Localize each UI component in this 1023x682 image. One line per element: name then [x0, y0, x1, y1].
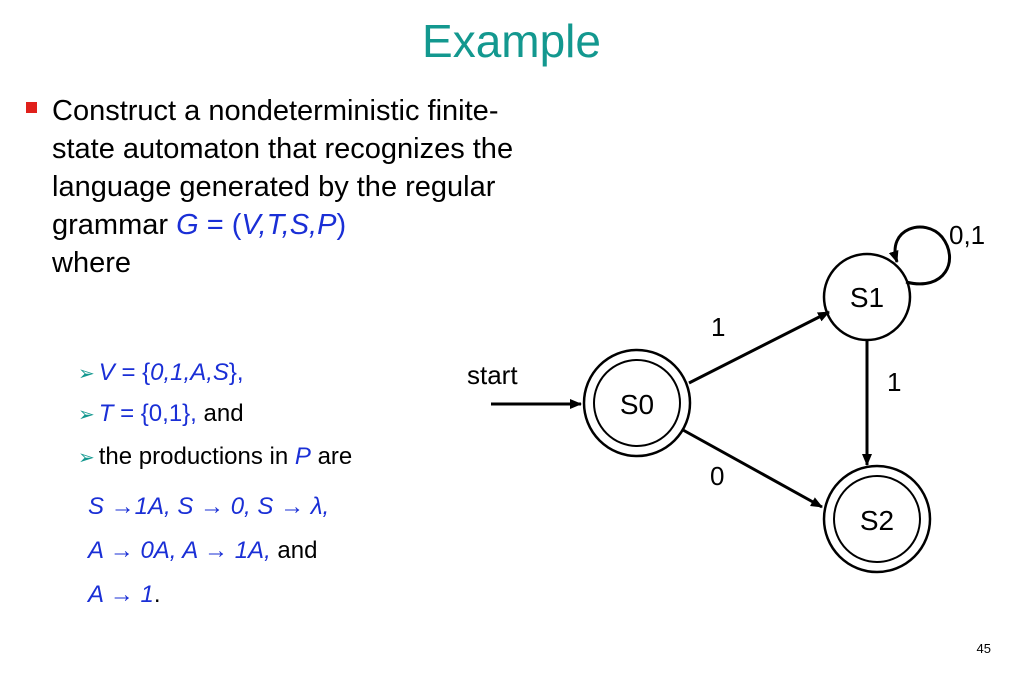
state-s0: S0: [582, 348, 692, 458]
transition-s0-s2-label: 0: [710, 461, 724, 491]
grammar-eq: = (: [198, 209, 242, 241]
transition-s1-self-label: 0,1: [949, 220, 985, 250]
state-s0-label: S0: [620, 389, 654, 420]
transition-s1-self-loop: [888, 225, 952, 286]
production-line-3: A → 1.: [88, 581, 161, 608]
grammar-symbol: G: [176, 209, 199, 241]
main-bullet: Construct a nondeterministic finite-stat…: [26, 92, 526, 282]
transition-s0-s2: [682, 428, 823, 509]
sub-item-t: ➢T = {0,1}, and: [78, 400, 244, 427]
grammar-vars: V,T,S,P: [241, 209, 337, 241]
state-s1-label: S1: [850, 282, 884, 313]
slide-title: Example: [422, 15, 601, 67]
production-line-2: A → 0A, A → 1A, and: [88, 537, 318, 564]
grammar-close: ): [336, 209, 347, 241]
bullet-text-before: Construct a nondeterministic finite-stat…: [52, 95, 514, 241]
arrow-bullet-icon: ➢: [78, 404, 95, 426]
sub-item-v: ➢V = {0,1,A,S},: [78, 359, 244, 386]
state-s2: S2: [822, 464, 932, 574]
main-bullet-text: Construct a nondeterministic finite-stat…: [52, 92, 526, 282]
state-s2-label: S2: [860, 505, 894, 536]
arrow-bullet-icon: ➢: [78, 447, 95, 469]
bullet-square-icon: [26, 102, 37, 113]
sub-item-productions: ➢the productions in P are: [78, 443, 353, 470]
production-line-1: S →1A, S → 0, S → λ,: [88, 493, 330, 520]
page-number: 45: [976, 641, 991, 656]
arrow-bullet-icon: ➢: [78, 363, 95, 385]
start-label: start: [467, 360, 518, 390]
state-s1: S1: [822, 252, 912, 342]
transition-s0-s1-label: 1: [711, 312, 725, 342]
bullet-text-after: where: [52, 247, 131, 279]
transition-s1-s2-label: 1: [887, 367, 901, 397]
transition-s0-s1: [688, 310, 830, 385]
